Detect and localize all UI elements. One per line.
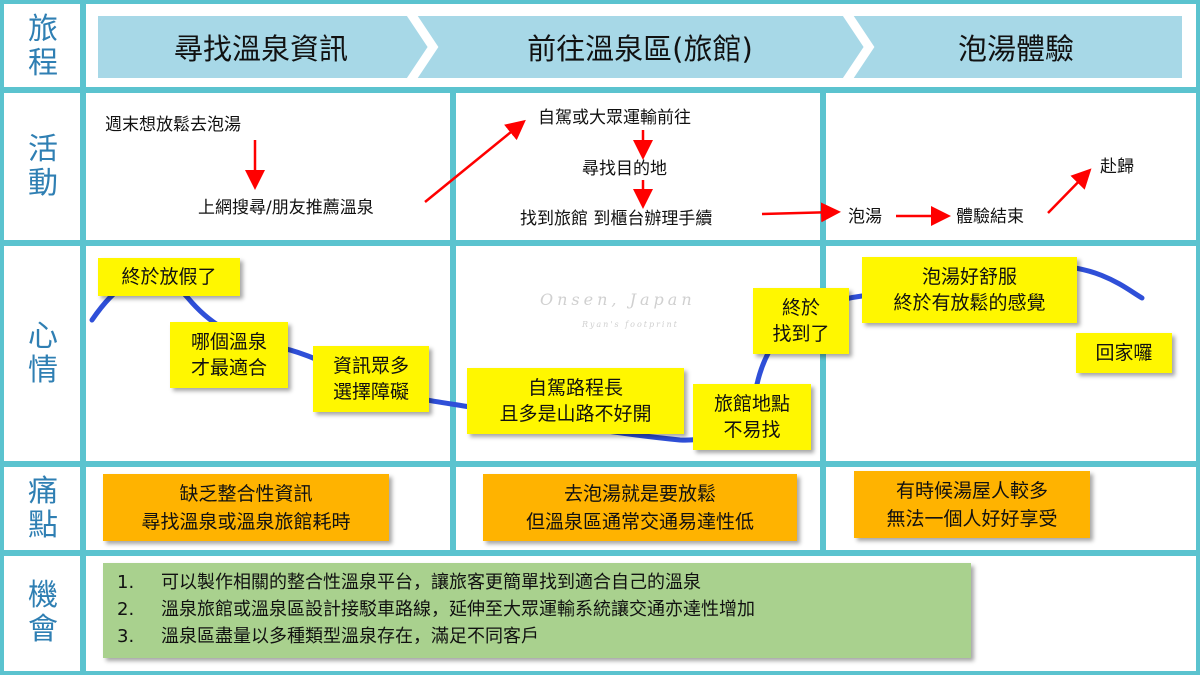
opportunity-box: 1. 可以製作相關的整合性溫泉平台，讓旅客更簡單找到適合自己的溫泉 2. 溫泉旅… [103,563,971,658]
opportunity-item: 2. 溫泉旅館或溫泉區設計接駁車路線，延伸至大眾運輸系統讓交通亦達性增加 [117,596,957,623]
mood-note-drive: 自駕路程長 且多是山路不好開 [467,368,684,434]
opportunity-number: 3. [117,626,135,647]
row-label-journey: 旅 程 [28,12,58,81]
stage-chevron-1 [94,12,433,82]
arrow-search-to-transport [424,119,526,203]
watermark-title: Onsen, Japan [540,290,696,309]
opportunity-item: 1. 可以製作相關的整合性溫泉平台，讓旅客更簡單找到適合自己的溫泉 [117,569,957,596]
activity-return: 赴歸 [1100,157,1134,177]
mood-note-found: 終於 找到了 [753,288,849,354]
opportunity-text: 可以製作相關的整合性溫泉平台，讓旅客更簡單找到適合自己的溫泉 [161,572,701,593]
row-label-mood: 心 情 [28,319,58,388]
mood-note-holiday: 終於放假了 [98,258,240,296]
row-label-activity: 活 動 [28,132,58,201]
opportunity-text: 溫泉旅館或溫泉區設計接駁車路線，延伸至大眾運輸系統讓交通亦達性增加 [161,599,755,620]
mood-note-location: 旅館地點 不易找 [693,384,811,450]
mood-note-overload: 資訊眾多 選擇障礙 [313,346,429,412]
pain-point-1: 缺乏整合性資訊 尋找溫泉或溫泉旅館耗時 [103,474,389,541]
stage-chevron-3 [846,12,1186,82]
activity-search: 上網搜尋/朋友推薦溫泉 [198,198,374,218]
mood-note-relaxed: 泡湯好舒服 終於有放鬆的感覺 [862,257,1077,323]
pain-point-2: 去泡湯就是要放鬆 但溫泉區通常交通易達性低 [483,474,797,541]
opportunity-number: 1. [117,572,135,593]
activity-destination: 尋找目的地 [582,159,667,179]
arrow-end-to-return [1047,168,1092,214]
mood-note-which: 哪個溫泉 才最適合 [170,322,288,388]
row-label-pain: 痛 點 [28,474,58,543]
mood-note-home: 回家囉 [1076,333,1172,373]
opportunity-text: 溫泉區盡量以多種類型溫泉存在，滿足不同客戶 [161,626,539,647]
opportunity-item: 3. 溫泉區盡量以多種類型溫泉存在，滿足不同客戶 [117,623,957,650]
stage-title-2: 前往溫泉區(旅館) [527,32,753,66]
row-label-opportunity: 機 會 [28,578,58,647]
activity-end: 體驗結束 [956,207,1024,227]
arrow-checkin-to-bath [761,202,841,223]
watermark-subtitle: Ryan's footprint [582,320,679,329]
activity-checkin: 找到旅館 到櫃台辦理手續 [520,209,713,229]
stage-title-3: 泡湯體驗 [957,32,1074,66]
stage-chevron-2 [410,12,869,82]
activity-bath: 泡湯 [848,207,882,227]
stage-title-1: 尋找溫泉資訊 [173,32,348,66]
pain-point-3: 有時候湯屋人較多 無法一個人好好享受 [854,471,1090,538]
activity-transport: 自駕或大眾運輸前往 [538,108,691,128]
activity-weekend: 週末想放鬆去泡湯 [105,115,241,135]
opportunity-number: 2. [117,599,135,620]
